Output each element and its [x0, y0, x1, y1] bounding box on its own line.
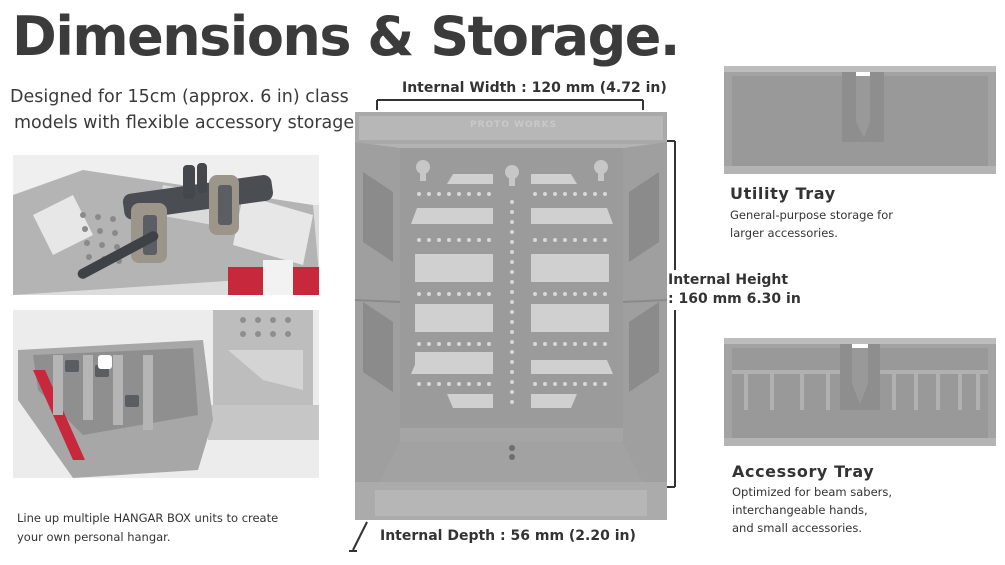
accessory-tray-description: Optimized for beam sabers, interchangeab…: [732, 483, 892, 537]
utility-tray-desc-line-1: General-purpose storage for: [730, 208, 893, 222]
hand-rack-illustration: [13, 155, 319, 295]
height-dimension-line: [667, 140, 676, 488]
subtitle-line-1: Designed for 15cm (approx. 6 in) class: [10, 87, 349, 107]
hangar-box-illustration: PROTO WORKS: [355, 112, 667, 520]
utility-tray-desc-line-2: larger accessories.: [730, 226, 838, 240]
width-dimension-line: [376, 99, 644, 110]
utility-tray-drawing: [724, 66, 996, 174]
accessory-tray-title: Accessory Tray: [732, 462, 875, 481]
caption-line-2: your own personal hangar.: [17, 530, 171, 544]
utility-tray-image: [722, 62, 998, 178]
internal-height-line-2: : 160 mm 6.30 in: [668, 291, 801, 307]
accessory-tray-info: Accessory Tray Optimized for beam sabers…: [732, 462, 892, 537]
accessory-tray-desc-line-3: and small accessories.: [732, 521, 863, 535]
internal-depth-label: Internal Depth : 56 mm (2.20 in): [380, 528, 636, 544]
depth-dimension-line: [349, 521, 368, 552]
internal-height-line-1: Internal Height: [668, 272, 789, 288]
drawer-photo: [13, 310, 319, 478]
utility-tray-title: Utility Tray: [730, 184, 836, 203]
caption-line-1: Line up multiple HANGAR BOX units to cre…: [17, 511, 279, 525]
accessory-tray-drawing: [724, 338, 996, 446]
accessory-tray-desc-line-1: Optimized for beam sabers,: [732, 485, 893, 499]
page-title: Dimensions & Storage.: [12, 5, 680, 68]
hangar-box-drawing: [355, 112, 667, 520]
lineup-caption: Line up multiple HANGAR BOX units to cre…: [17, 509, 317, 547]
hand-rack-photo: [13, 155, 319, 295]
accessory-tray-image: [722, 334, 998, 450]
brand-emboss: PROTO WORKS: [470, 120, 558, 130]
utility-tray-info: Utility Tray General-purpose storage for…: [730, 184, 893, 242]
drawer-illustration: [13, 310, 319, 478]
internal-width-label: Internal Width : 120 mm (4.72 in): [402, 80, 667, 96]
page-subtitle: Designed for 15cm (approx. 6 in) class m…: [10, 84, 360, 136]
accessory-tray-desc-line-2: interchangeable hands,: [732, 503, 868, 517]
subtitle-line-2: models with flexible accessory storage.: [14, 113, 360, 133]
internal-height-label: Internal Height : 160 mm 6.30 in: [668, 270, 801, 310]
utility-tray-description: General-purpose storage for larger acces…: [730, 206, 893, 242]
